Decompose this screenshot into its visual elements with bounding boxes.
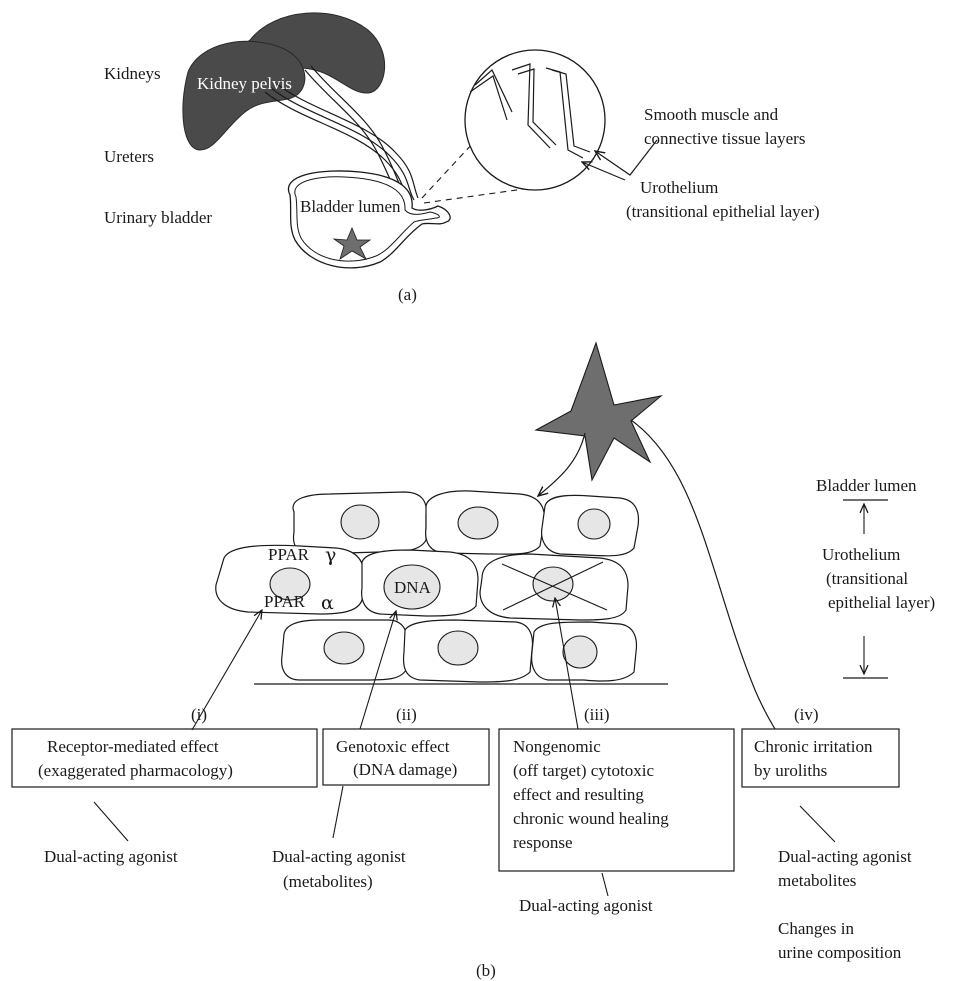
nucleus-top-3 bbox=[578, 509, 610, 539]
alpha-symbol: α bbox=[321, 592, 334, 614]
label-dna: DNA bbox=[394, 578, 432, 597]
nucleus-bottom-2 bbox=[438, 631, 478, 665]
nucleus-bottom-1 bbox=[324, 632, 364, 664]
box-i-line-1: Receptor-mediated effect bbox=[47, 737, 219, 756]
label-urinary-bladder: Urinary bladder bbox=[104, 208, 212, 227]
agent-i-line-1: Dual-acting agonist bbox=[44, 847, 178, 866]
box-iii-line-3: effect and resulting bbox=[513, 785, 644, 804]
numeral-iv: (iv) bbox=[794, 705, 819, 724]
label-bladder-lumen: Bladder lumen bbox=[300, 197, 401, 216]
nucleus-middle-3 bbox=[533, 567, 573, 601]
urothelium-pointer bbox=[582, 162, 625, 180]
pointer-i-agent bbox=[94, 802, 128, 841]
left-kidney-shape bbox=[183, 41, 305, 150]
star-line-to-iv bbox=[631, 420, 795, 757]
label-urothelium-detail-a: (transitional epithelial layer) bbox=[626, 202, 820, 221]
pointer-iv-agent bbox=[800, 806, 835, 842]
box-iii-line-1: Nongenomic bbox=[513, 737, 601, 756]
box-iv-line-1: Chronic irritation bbox=[754, 737, 873, 756]
star-arrow-to-cells bbox=[538, 433, 585, 496]
pointer-ii-agent bbox=[333, 786, 343, 838]
panel-a: Kidneys Kidney pelvis Ureters Urinary bl… bbox=[104, 13, 820, 304]
pointer-iii-agent bbox=[602, 873, 608, 896]
label-urothelium-b: Urothelium bbox=[822, 545, 900, 564]
box-ii-line-2: (DNA damage) bbox=[353, 760, 457, 779]
caption-b: (b) bbox=[476, 961, 496, 980]
magnified-wall-circle bbox=[465, 50, 605, 190]
bladder-shape bbox=[288, 171, 450, 268]
urolith-star-large bbox=[536, 343, 661, 480]
box-i-line-2: (exaggerated pharmacology) bbox=[38, 761, 233, 780]
label-urothelium-a: Urothelium bbox=[640, 178, 718, 197]
label-kidneys: Kidneys bbox=[104, 64, 161, 83]
nucleus-bottom-3 bbox=[563, 636, 597, 668]
agent-ii-line-1: Dual-acting agonist bbox=[272, 847, 406, 866]
label-urothelium-b-line3: epithelial layer) bbox=[828, 593, 935, 612]
box-iii-line-4: chronic wound healing bbox=[513, 809, 669, 828]
pointer-i-to-cell bbox=[192, 610, 262, 730]
gamma-symbol: γ bbox=[325, 544, 336, 566]
label-ureters: Ureters bbox=[104, 147, 154, 166]
agent-iii-line-1: Dual-acting agonist bbox=[519, 896, 653, 915]
box-iii-line-5: response bbox=[513, 833, 572, 852]
box-iii-line-2: (off target) cytotoxic bbox=[513, 761, 654, 780]
label-kidney-pelvis: Kidney pelvis bbox=[197, 74, 292, 93]
numeral-iii: (iii) bbox=[584, 705, 610, 724]
agent-ii-line-2: (metabolites) bbox=[283, 872, 373, 891]
extra-iv-line-1: Changes in bbox=[778, 919, 855, 938]
label-ppar-gamma: PPAR bbox=[268, 545, 310, 564]
box-ii-line-1: Genotoxic effect bbox=[336, 737, 450, 756]
nucleus-top-2 bbox=[458, 507, 498, 539]
agent-iv-line-1: Dual-acting agonist bbox=[778, 847, 912, 866]
label-urothelium-b-line2: (transitional bbox=[826, 569, 908, 588]
caption-a: (a) bbox=[398, 285, 417, 304]
agent-iv-line-2: metabolites bbox=[778, 871, 856, 890]
numeral-ii: (ii) bbox=[396, 705, 417, 724]
nucleus-top-1 bbox=[341, 505, 379, 539]
panel-b: PPAR γ PPAR α DNA Bladder lumen Urotheli… bbox=[12, 343, 935, 980]
box-iv-line-2: by uroliths bbox=[754, 761, 827, 780]
label-bladder-lumen-b: Bladder lumen bbox=[816, 476, 917, 495]
label-smooth-muscle-2: connective tissue layers bbox=[644, 129, 805, 148]
label-ppar-alpha: PPAR bbox=[264, 592, 306, 611]
extra-iv-line-2: urine composition bbox=[778, 943, 902, 962]
label-smooth-muscle-1: Smooth muscle and bbox=[644, 105, 779, 124]
